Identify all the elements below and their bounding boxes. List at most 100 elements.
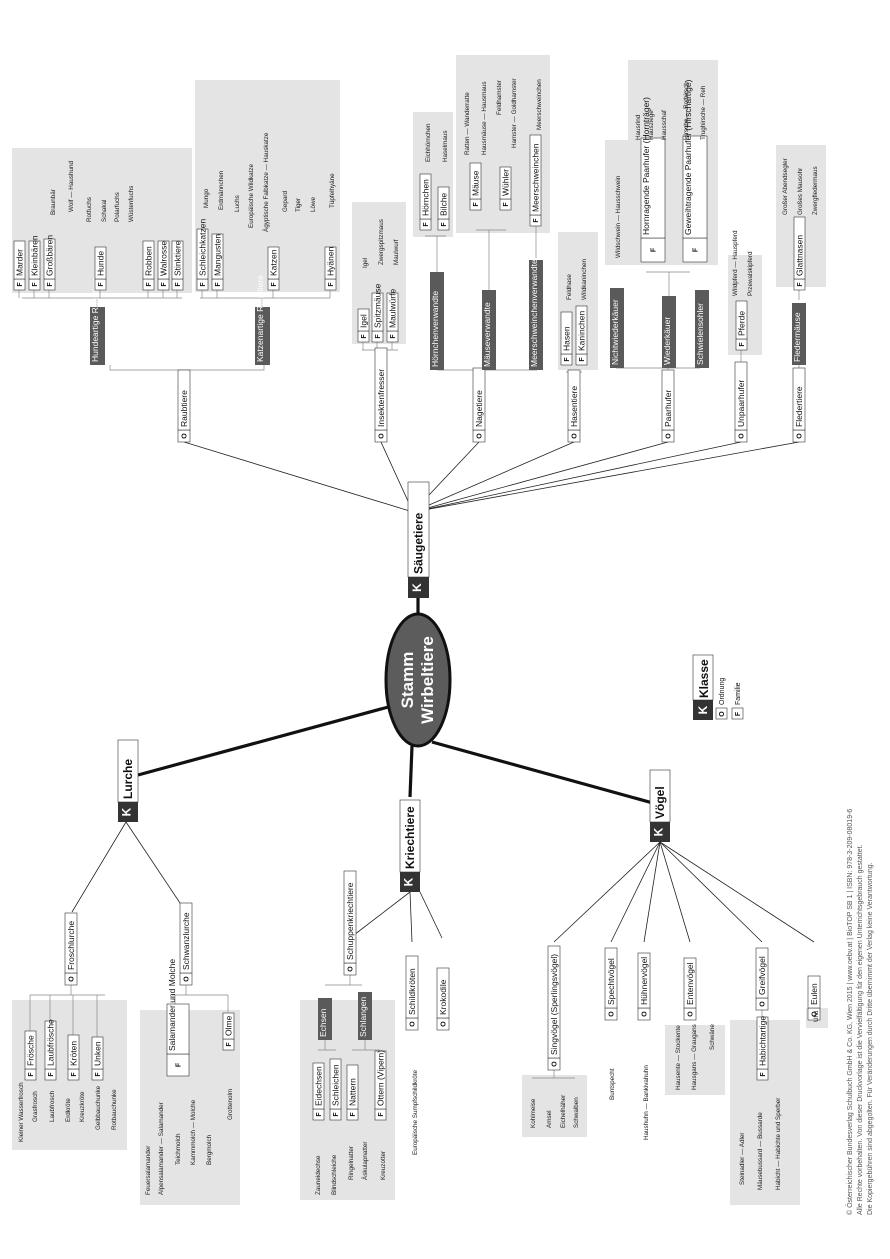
family-laubfroesche-box [44,1020,57,1070]
footer-line-2: Alle Rechte vorbehalten. Von dieser Druc… [857,845,864,1215]
order-insektenfresser-label: Insektenfresser [376,369,386,427]
group-fledermaeuse: Fledermäuse [792,303,806,365]
family-robben-label: Robben [144,246,154,276]
legend-familie-tag: F [735,711,742,716]
leaf-zwergfledermaus: Zwergfledermaus [812,166,819,215]
tag-familie-label: F [797,282,804,287]
group-wiederkaeuer-box [662,296,676,368]
root-ellipse [384,612,452,748]
tag-familie-label: F [378,1112,385,1117]
family-hoernchen-label: Hörnchen [421,179,431,216]
family-pferde-box [735,300,748,340]
family-hasen-label: Hasen [562,326,572,351]
family-schleichkatzen-label: Schleichkatzen [198,219,208,276]
family-nattern-label: Nattern [348,1078,358,1106]
tag-ordnung-label: O [477,433,484,439]
family-mangusten-box [211,233,224,280]
leaf-uhu: Uhu [813,1010,820,1022]
tag-ordnung-label: O [552,1061,559,1067]
tag-familie-label: F [390,334,397,339]
tag-ordnung-label: O [348,966,355,972]
tag-familie-label: F [271,282,278,287]
leaf-haushuhn: Haushuhn — Bankivahuhn [643,1065,650,1140]
leaf-hausschaf: Hausschaf [661,110,668,140]
legend-klasse-box [692,654,714,701]
leaf-wildkaninchen: Wildkaninchen [581,259,588,300]
family-kaninchen-box [575,305,588,355]
group-meerschweinchenverwandte: Meerschweinchenverwandte [529,259,543,370]
legend-ordnung-tag: O [719,711,726,717]
leaf-blindschleiche: Blindschleiche [331,1154,338,1195]
tag-familie-label: F [17,282,24,287]
family-spitzmaeuse-box [371,292,384,332]
leaf-braunbaer: Braunbär [50,189,57,215]
family-maulwuerfe-box [386,292,399,332]
family-wuehler-box [499,166,512,200]
family-ottern-box [374,1050,387,1110]
family-stinktiere-box [171,240,184,280]
order-huehnervoegel-label: Hühnervögel [639,957,649,1005]
order-froschlurche-label: Froschlurche [66,921,76,970]
family-geweihtragende-label-0: Geweihtragende Paarhufer (Hirschartige) [683,79,693,235]
family-kleinbaeren-label: Kleinbären [30,235,40,276]
tag-ordnung-label: O [797,433,804,439]
tag-familie-label: F [760,1072,767,1077]
class-voegel-label: Vögel [653,786,667,819]
leaf-zauneidechse: Zauneidechse [315,1155,322,1195]
order-eulen-box [807,975,821,1009]
leaf-grosser-abendsegler: Großer Abendsegler [782,158,789,215]
leaf-wildschwein: Wildschwein — Hausschwein [615,175,622,258]
tag-familie [640,237,666,263]
order-insektenfresser-box [374,347,388,431]
family-bilche-box [437,186,450,220]
leaf-gelbbauchunke: Gelbbauchunke [95,1085,102,1130]
leaf-hausrind: Hausrind [635,114,642,140]
order-nagetiere-box [472,367,486,431]
tag-ordnung-label: O [812,1011,819,1017]
order-spechtvoegel-box [604,947,618,1009]
tag-familie-label: F [739,342,746,347]
leaf-katzen-5: Löwe [310,196,317,212]
group-hundeartige-raubtiere-label-0: Hundeartige Raubtiere [90,276,100,362]
leaf-katzen-2: Ägyptische Falbkatze — Hauskatze [262,132,270,232]
tag-familie-label: F [350,1112,357,1117]
family-ottern-label: Ottern (Vipern) [376,1050,386,1106]
leaf-hausmaeuse: Hausmäuse — Hausmaus [481,82,488,156]
tag-familie-label: F [316,1112,323,1117]
family-hornragende-label-0: Hornragende Paarhufer (Hornträger) [641,97,651,235]
leaf-katzen-1: Europäische Wildkatze [248,163,255,228]
tag-familie-label: F [423,222,430,227]
tag-klasse-label: K [402,877,416,886]
leaf-feuersalamander: Feuersalamander [145,1146,152,1195]
legend-klasse-label: Klasse [697,659,711,698]
family-wuehler-label: Wühler [501,169,511,196]
tag-familie-label: F [215,282,222,287]
family-nattern: F Nattern [346,1064,359,1121]
group-maeuseverwandte-box [482,290,496,370]
order-schwanzlurche-label: Schwanzlurche [181,912,191,970]
family-kaninchen-label: Kaninchen [577,311,587,351]
order-hasentiere-label: Hasentiere [569,386,579,427]
leaf-tuepfelhyaene: Tüpfelhyäne [329,173,336,208]
order-froschlurche-box [64,912,78,974]
